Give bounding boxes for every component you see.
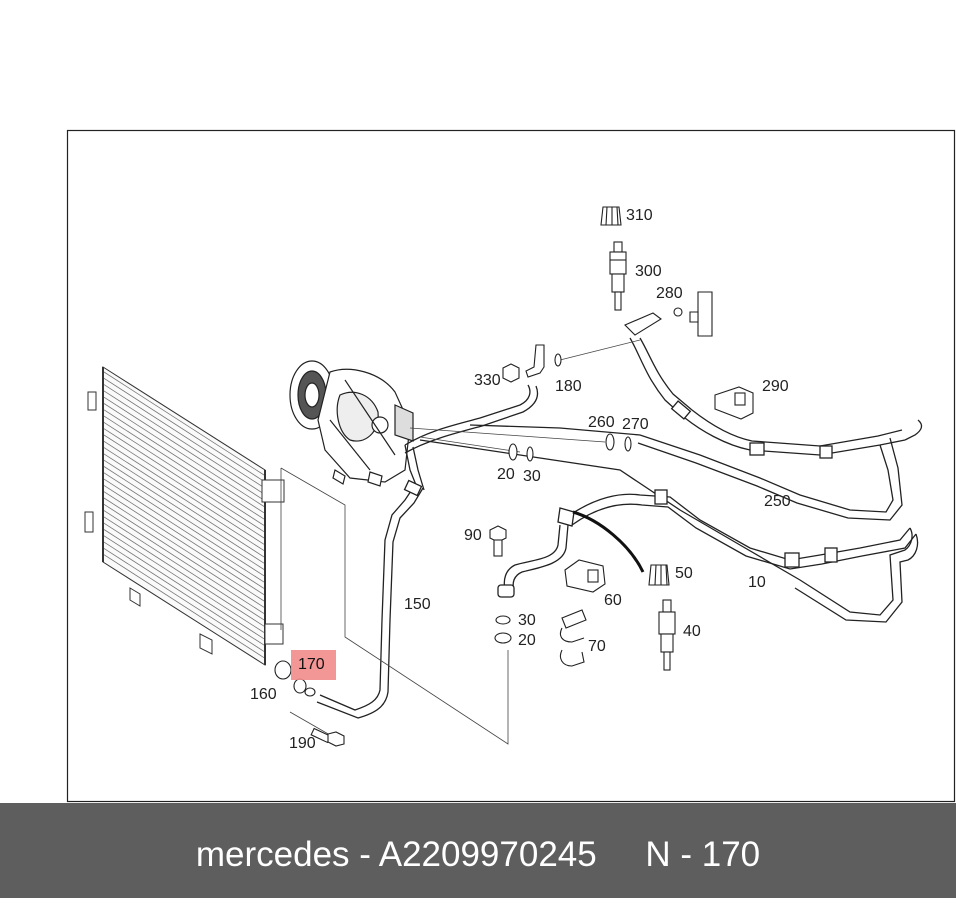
condenser-icon	[84, 366, 285, 666]
part-caption: mercedes - A2209970245 N - 170	[0, 803, 956, 898]
callout-60: 60	[604, 592, 622, 609]
nut-330-icon	[502, 363, 520, 383]
caption-bar: mercedes - A2209970245 N - 170	[0, 803, 956, 898]
refrigerant-lines	[316, 337, 923, 719]
bracket-60-icon	[564, 559, 606, 593]
callout-270: 270	[622, 416, 649, 433]
clamp-290-icon	[714, 386, 754, 420]
callout-160: 160	[250, 686, 277, 703]
pressure-switch-300-icon	[609, 241, 627, 311]
callout-20a: 20	[497, 466, 515, 483]
compressor-icon	[289, 360, 414, 487]
callout-310: 310	[626, 207, 653, 224]
tee-fitting-280-icon	[624, 291, 713, 337]
position-number: N - 170	[645, 835, 761, 874]
callout-280: 280	[656, 285, 683, 302]
callout-170: 170	[298, 656, 325, 673]
callout-50: 50	[675, 565, 693, 582]
valve-cap-310-icon	[600, 206, 622, 226]
callout-150: 150	[404, 596, 431, 613]
part-number: A2209970245	[378, 835, 597, 874]
callout-190: 190	[289, 735, 316, 752]
callout-90: 90	[464, 527, 482, 544]
seal-160-icon	[304, 687, 316, 697]
callout-70: 70	[588, 638, 606, 655]
callout-180: 180	[555, 378, 582, 395]
bracket-180-icon	[525, 344, 562, 378]
callout-10: 10	[748, 574, 766, 591]
caption-separator: -	[349, 835, 379, 874]
callout-labels: 310 300 280 330 180 290 260 270 20 30 25…	[250, 207, 791, 752]
callout-290: 290	[762, 378, 789, 395]
bolt-90-icon	[489, 525, 507, 557]
valve-cap-50-icon	[648, 564, 670, 586]
callout-300: 300	[635, 263, 662, 280]
highlight-box-170	[291, 650, 336, 680]
caption-gap	[597, 835, 646, 874]
callout-40: 40	[683, 623, 701, 640]
callout-30b: 30	[518, 612, 536, 629]
pressure-switch-40-icon	[658, 599, 676, 671]
callout-330: 330	[474, 372, 501, 389]
leader-lines	[280, 339, 641, 745]
diagram-frame	[66, 129, 956, 803]
callout-250: 250	[764, 493, 791, 510]
bolt-190-icon	[310, 727, 345, 747]
o-ring-icon	[274, 433, 632, 694]
clip-70-icon	[559, 609, 587, 667]
parts-diagram: 310 300 280 330 180 290 260 270 20 30 25…	[66, 129, 956, 803]
brand-name: mercedes	[195, 835, 350, 874]
callout-260: 260	[588, 414, 615, 431]
callout-20b: 20	[518, 632, 536, 649]
callout-30a: 30	[523, 468, 541, 485]
